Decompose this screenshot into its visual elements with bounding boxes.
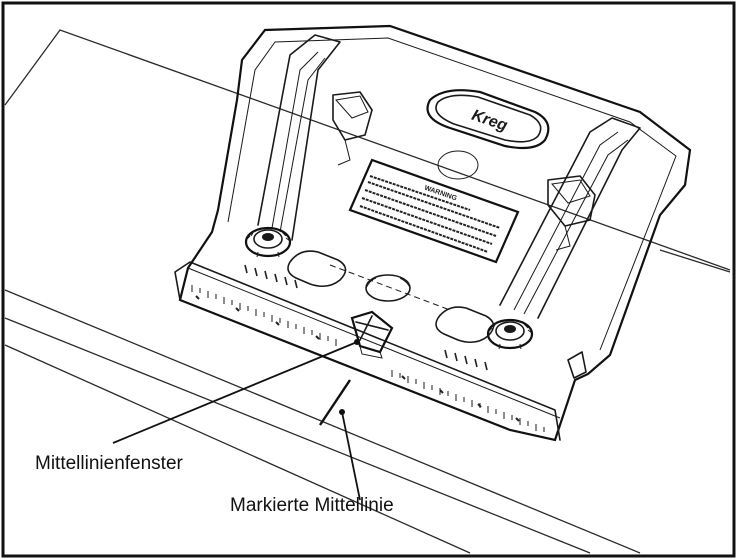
label-marked-centerline: Markierte Mittellinie [230,495,394,516]
warning-label: WARNING [348,158,520,264]
left-knob-icon [244,226,292,258]
label-centerline-window: Mittellinienfenster [35,453,184,474]
workpiece-board [4,29,731,554]
right-knob-icon [486,318,534,350]
ruler-scale [191,285,545,432]
callout-leaders [112,339,361,501]
marked-centerline [319,379,351,426]
jig-plate: Kreg WARNING [174,24,692,442]
kreg-logo: Kreg [426,89,550,150]
